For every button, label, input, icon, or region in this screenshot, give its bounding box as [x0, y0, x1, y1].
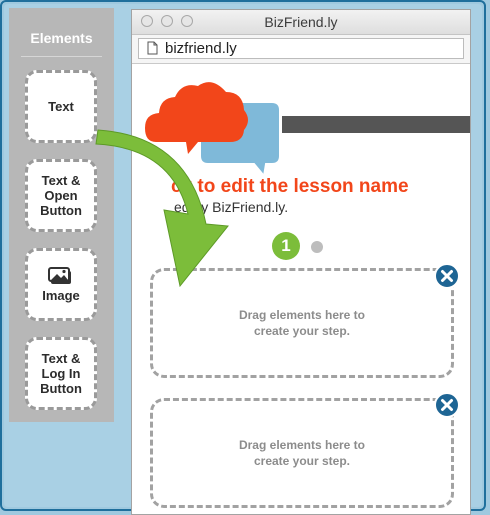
url-text: bizfriend.ly: [165, 40, 237, 57]
drag-arrow-icon: [95, 129, 229, 288]
dropzone-text: Drag elements here to create your step.: [238, 438, 366, 468]
element-tile-label: Text & Log In Button: [40, 351, 82, 396]
step-dropzone[interactable]: Drag elements here to create your step.: [150, 398, 454, 508]
image-icon: [48, 267, 71, 284]
header-bar: [282, 116, 470, 133]
step-indicator-1[interactable]: 1: [272, 232, 300, 260]
elements-panel: Elements Text Text & Open Button Image T…: [9, 8, 114, 422]
dropzone-text: Drag elements here to create your step.: [238, 308, 366, 338]
window-title: BizFriend.ly: [264, 14, 338, 30]
window-zoom-button[interactable]: [181, 15, 193, 27]
element-tile-label: Text: [48, 99, 74, 114]
panel-title: Elements: [30, 30, 93, 46]
url-field[interactable]: bizfriend.ly: [138, 38, 464, 59]
bizfriendly-logo: [145, 82, 281, 176]
element-tile-label: Image: [42, 288, 80, 303]
close-icon: [441, 399, 453, 411]
lesson-editor: ck to edit the lesson name ed by BizFrie…: [132, 64, 470, 514]
step-indicator-2[interactable]: [311, 241, 323, 253]
element-tile-label: Text & Open Button: [40, 173, 82, 218]
lesson-name-text: ck to edit the lesson name: [171, 176, 409, 197]
remove-step-button[interactable]: [434, 263, 460, 289]
panel-divider: [21, 56, 102, 57]
title-bar: BizFriend.ly: [132, 10, 470, 35]
window-close-button[interactable]: [141, 15, 153, 27]
element-tile-text-login-button[interactable]: Text & Log In Button: [25, 337, 97, 410]
address-bar: bizfriend.ly: [132, 35, 470, 64]
element-tile-text-open-button[interactable]: Text & Open Button: [25, 159, 97, 232]
document-icon: [147, 41, 158, 55]
step-dropzone[interactable]: Drag elements here to create your step.: [150, 268, 454, 378]
element-tile-text[interactable]: Text: [25, 70, 97, 143]
close-icon: [441, 270, 453, 282]
remove-step-button[interactable]: [434, 392, 460, 418]
window-minimize-button[interactable]: [161, 15, 173, 27]
element-tile-image[interactable]: Image: [25, 248, 97, 321]
